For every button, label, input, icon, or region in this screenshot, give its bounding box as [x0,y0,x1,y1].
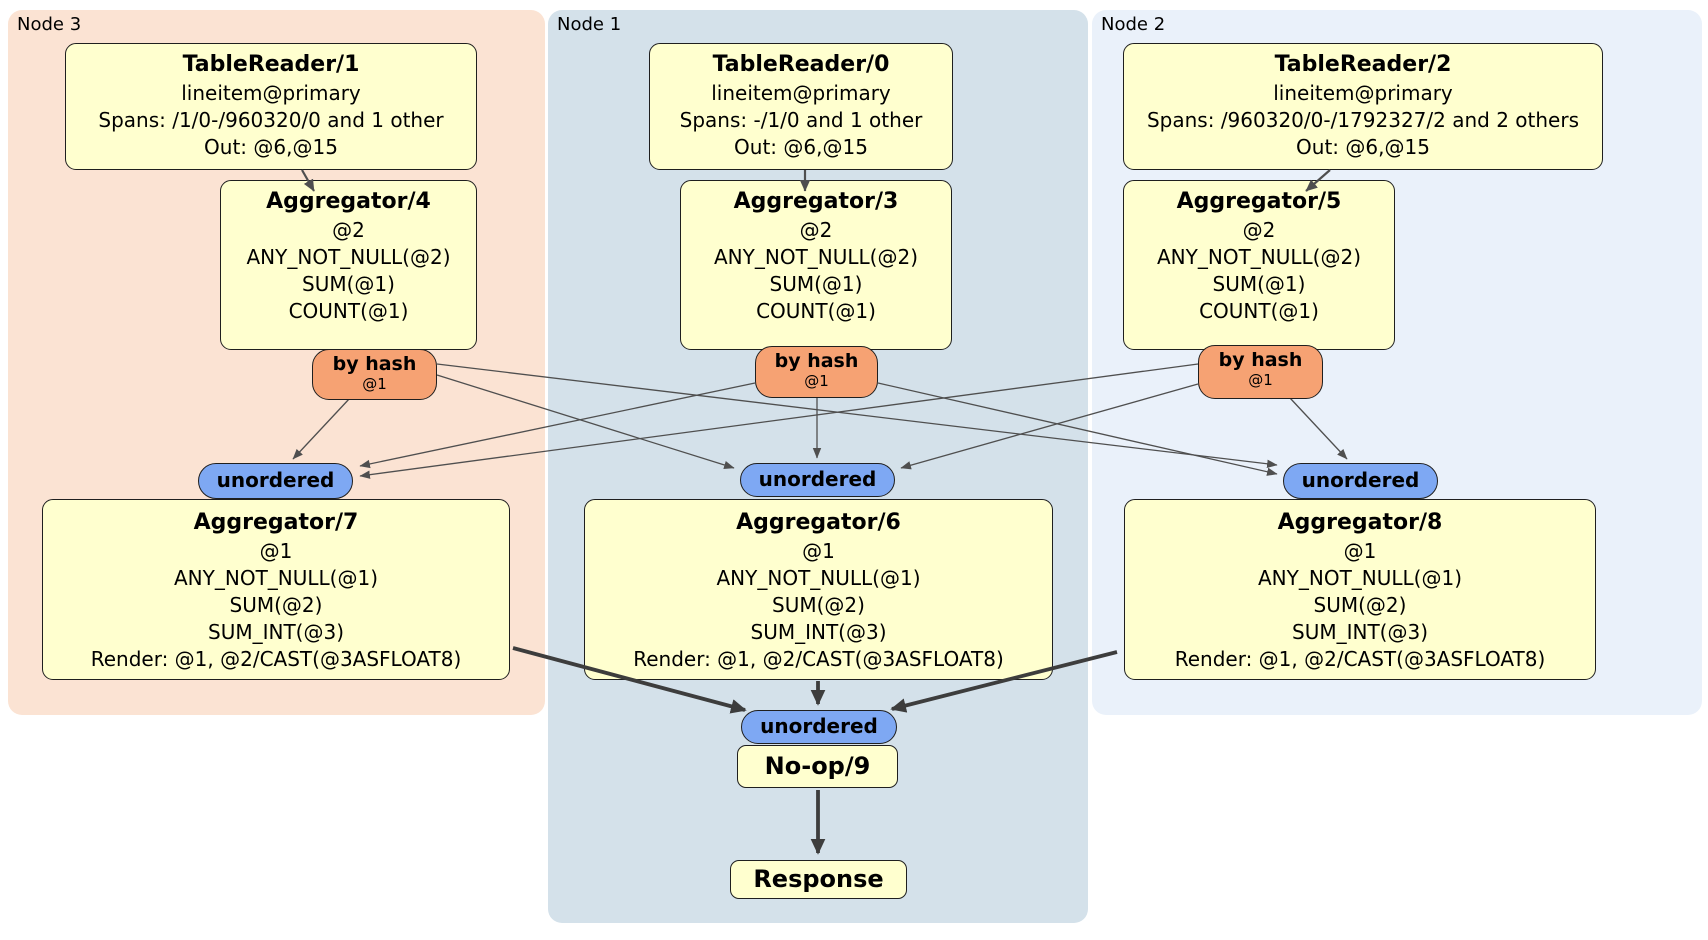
processor-line: lineitem@primary [1273,81,1453,105]
aggregator-5-box: Aggregator/5 @2 ANY_NOT_NULL(@2) SUM(@1)… [1123,180,1395,350]
processor-line: SUM(@1) [302,272,395,296]
processor-line: ANY_NOT_NULL(@2) [1157,245,1361,269]
aggregator-6-box: Aggregator/6 @1 ANY_NOT_NULL(@1) SUM(@2)… [584,499,1053,680]
processor-line: SUM_INT(@3) [750,620,887,644]
aggregator-3-box: Aggregator/3 @2 ANY_NOT_NULL(@2) SUM(@1)… [680,180,952,350]
router-label: by hash [1218,349,1303,371]
processor-line: ANY_NOT_NULL(@1) [1258,566,1462,590]
hash-router-node1: by hash @1 [755,346,878,398]
processor-line: SUM(@1) [769,272,863,296]
sync-unordered-node1: unordered [740,463,895,497]
region-node1-label: Node 1 [557,14,622,35]
processor-line: Spans: /960320/0-/1792327/2 and 2 others [1146,108,1579,132]
processor-title: Aggregator/8 [1277,510,1443,535]
router-label: by hash [774,350,859,372]
processor-line: @2 [1242,218,1276,242]
noop-9-box: No-op/9 [737,745,898,788]
processor-title: Aggregator/5 [1176,189,1342,214]
router-key: @1 [1248,371,1273,389]
router-label: by hash [332,353,417,375]
aggregator-8-box: Aggregator/8 @1 ANY_NOT_NULL(@1) SUM(@2)… [1124,499,1596,680]
processor-title: TableReader/1 [182,52,360,77]
processor-line: ANY_NOT_NULL(@1) [174,566,378,590]
processor-line: SUM(@1) [1212,272,1306,296]
processor-line: COUNT(@1) [288,299,409,323]
processor-line: COUNT(@1) [756,299,876,323]
processor-line: ANY_NOT_NULL(@1) [716,566,921,590]
router-key: @1 [804,372,829,390]
processor-line: Render: @1, @2/CAST(@3ASFLOAT8) [633,647,1004,671]
hash-router-node3: by hash @1 [312,349,437,400]
sync-unordered-node3: unordered [198,463,353,499]
processor-title: Aggregator/4 [266,189,431,214]
sync-unordered-final: unordered [741,710,897,744]
router-key: @1 [362,375,387,393]
processor-title: TableReader/0 [712,52,890,77]
aggregator-4-box: Aggregator/4 @2 ANY_NOT_NULL(@2) SUM(@1)… [220,180,477,350]
processor-line: lineitem@primary [711,81,891,105]
processor-line: Out: @6,@15 [1296,135,1430,159]
processor-line: @1 [802,539,835,563]
processor-line: COUNT(@1) [1199,299,1319,323]
region-node3-label: Node 3 [17,14,82,35]
processor-line: Out: @6,@15 [204,135,338,159]
processor-line: Spans: -/1/0 and 1 other [679,108,923,132]
tablereader-2-box: TableReader/2 lineitem@primary Spans: /9… [1123,43,1603,170]
processor-line: Out: @6,@15 [734,135,868,159]
processor-line: @1 [1343,539,1377,563]
processor-line: SUM(@2) [772,593,865,617]
aggregator-7-box: Aggregator/7 @1 ANY_NOT_NULL(@1) SUM(@2)… [42,499,510,680]
processor-line: SUM_INT(@3) [1292,620,1428,644]
processor-line: Spans: /1/0-/960320/0 and 1 other [98,108,444,132]
tablereader-0-box: TableReader/0 lineitem@primary Spans: -/… [649,43,953,170]
processor-title: Aggregator/3 [733,189,899,214]
processor-line: SUM_INT(@3) [208,620,344,644]
processor-line: lineitem@primary [181,81,361,105]
processor-line: SUM(@2) [229,593,323,617]
processor-line: @2 [799,218,833,242]
processor-title: Aggregator/7 [193,510,359,535]
processor-title: Aggregator/6 [736,510,901,535]
processor-line: @1 [259,539,293,563]
processor-line: ANY_NOT_NULL(@2) [246,245,451,269]
processor-line: Render: @1, @2/CAST(@3ASFLOAT8) [90,647,462,671]
hash-router-node2: by hash @1 [1198,345,1323,399]
processor-line: @2 [332,218,365,242]
region-node2-label: Node 2 [1101,14,1166,35]
response-box: Response [730,860,907,899]
tablereader-1-box: TableReader/1 lineitem@primary Spans: /1… [65,43,477,170]
processor-title: TableReader/2 [1274,52,1452,77]
processor-line: SUM(@2) [1313,593,1407,617]
sync-unordered-node2: unordered [1283,463,1438,499]
processor-line: ANY_NOT_NULL(@2) [714,245,918,269]
processor-line: Render: @1, @2/CAST(@3ASFLOAT8) [1174,647,1546,671]
